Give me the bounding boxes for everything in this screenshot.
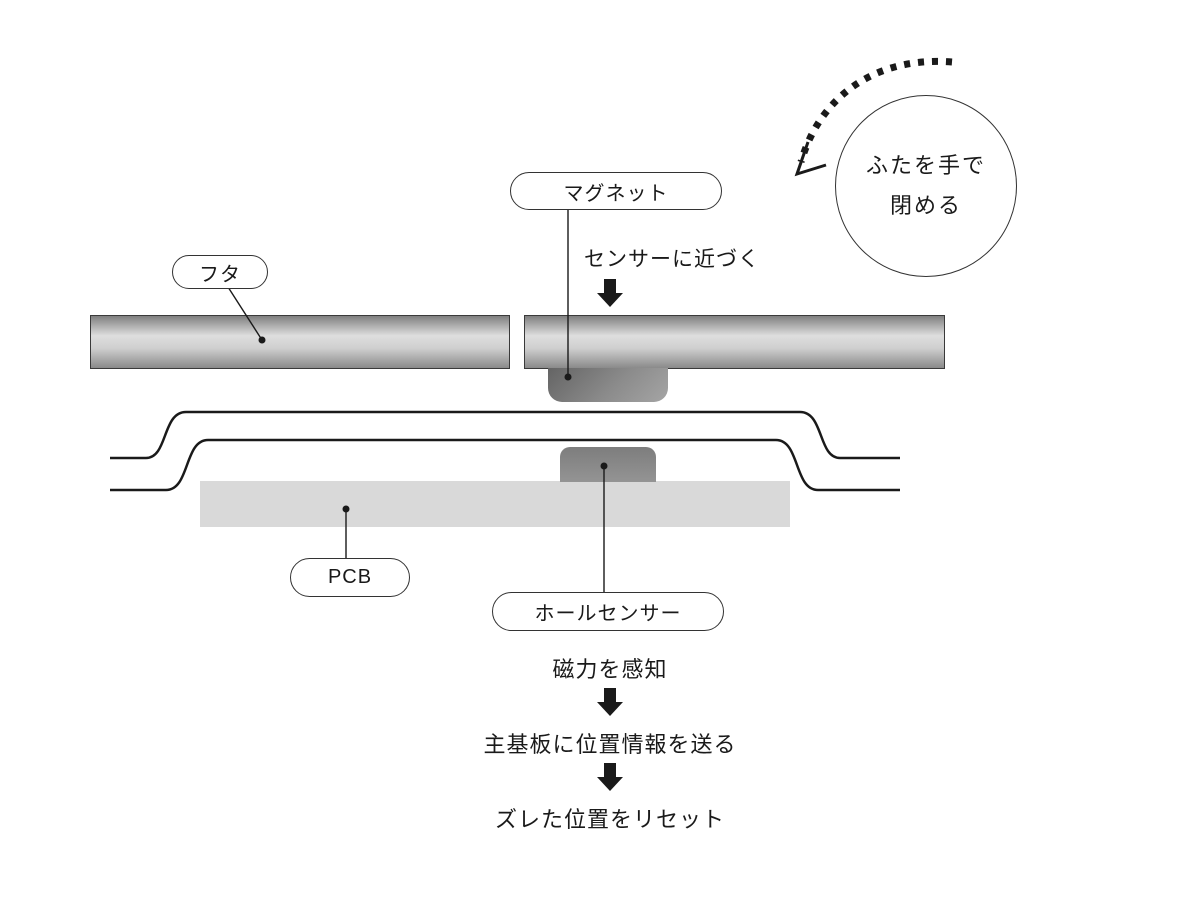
lid-label-text: フタ [199,263,241,286]
down-arrow-icon [597,688,623,716]
case-outline-outer [110,410,900,460]
leader-lines [227,208,605,592]
down-arrow-icon [597,763,623,791]
case-outline-inner [110,438,900,492]
detect-magnetism-text: 磁力を感知 [552,657,668,682]
approach-sensor-text: センサーに近づく [584,248,760,271]
close-lid-note: ふたを手で 閉める [835,95,1017,277]
close-lid-note-line2: 閉める [889,193,962,218]
dashed-arc-arrow [797,57,953,163]
leader-dots [258,336,608,513]
hall-sensor-label: ホールセンサー [492,592,724,631]
arc-arrowhead-icon [794,141,827,177]
close-lid-note-line1: ふたを手で [865,153,986,179]
lid-left-bar [90,315,510,369]
pcb-board-shape [200,481,790,527]
down-arrow-icon [597,279,623,307]
lid-right-bar [524,315,945,369]
send-position-text: 主基板に位置情報を送る [483,732,737,757]
hall-sensor-label-text: ホールセンサー [534,603,682,625]
magnet-label: マグネット [510,172,722,210]
lid-label: フタ [172,255,268,289]
reset-position-text: ズレた位置をリセット [494,807,725,832]
magnet-label-text: マグネット [563,182,669,205]
pcb-label: PCB [290,558,410,597]
lid-leader-line [227,286,263,341]
pcb-label-text: PCB [327,566,373,588]
hall-sensor-shape [560,447,656,482]
